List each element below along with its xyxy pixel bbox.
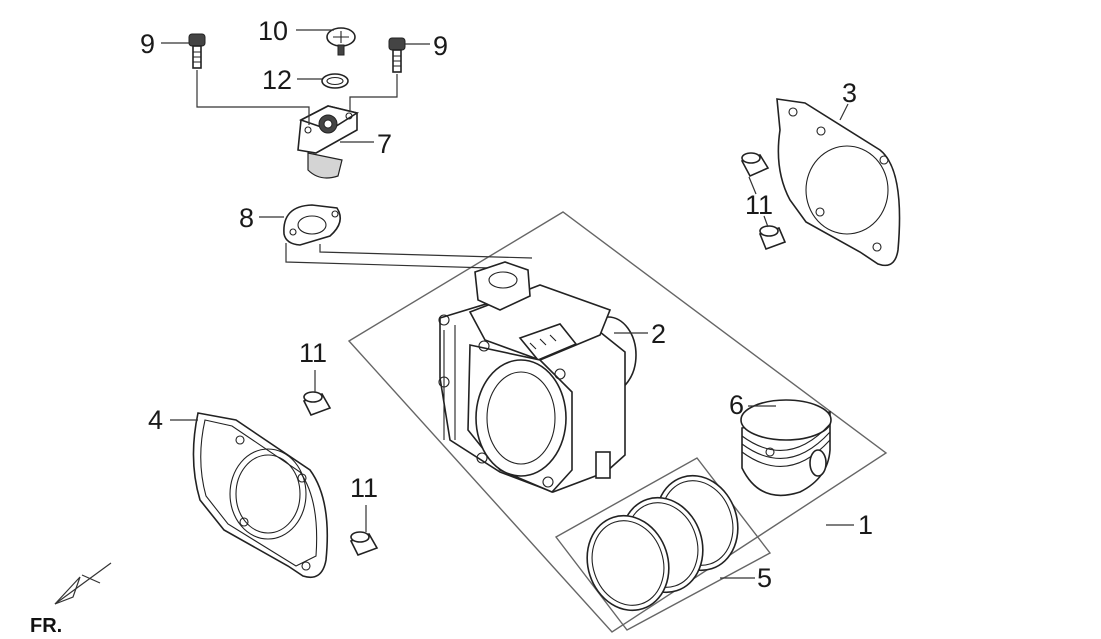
cylinder-kit-outline (347, 211, 888, 633)
callout-3: 3 (842, 78, 857, 108)
callout-7: 7 (377, 129, 392, 159)
cam-chain-tensioner[interactable] (297, 105, 360, 179)
callout-11-upper-right: 11 (745, 190, 773, 220)
callout-4: 4 (148, 405, 163, 435)
callout-10: 10 (258, 16, 288, 46)
tensioner-gasket[interactable] (283, 204, 342, 246)
bolt-left[interactable] (188, 33, 206, 69)
callout-9-right: 9 (433, 31, 448, 61)
callout-8: 8 (239, 203, 254, 233)
cylinder-head-gasket[interactable] (192, 412, 329, 579)
cylinder-block[interactable] (438, 261, 637, 493)
dowel-pin-upper-right-a[interactable] (740, 152, 770, 178)
callout-11-mid-left: 11 (299, 338, 327, 368)
piston[interactable] (740, 399, 832, 497)
front-label: FR. (30, 615, 62, 637)
callout-6: 6 (729, 390, 744, 420)
callout-2: 2 (651, 319, 666, 349)
callout-11-lower: 11 (350, 473, 378, 503)
callout-5: 5 (757, 563, 772, 593)
front-direction-arrow-icon (54, 562, 112, 605)
callout-1: 1 (858, 510, 873, 540)
bolt-right[interactable] (388, 37, 406, 73)
callout-9-left: 9 (140, 29, 155, 59)
piston-ring-oil[interactable] (575, 505, 681, 621)
tensioner-screw[interactable] (326, 27, 356, 56)
callout-12: 12 (262, 65, 292, 95)
dowel-pin-lower[interactable] (349, 531, 379, 556)
dowel-pin-mid-left[interactable] (302, 391, 332, 416)
o-ring[interactable] (321, 73, 349, 89)
piston-ring-set-outline (554, 457, 772, 631)
dowel-pin-upper-right-b[interactable] (758, 225, 787, 251)
cylinder-base-gasket[interactable] (776, 98, 901, 267)
